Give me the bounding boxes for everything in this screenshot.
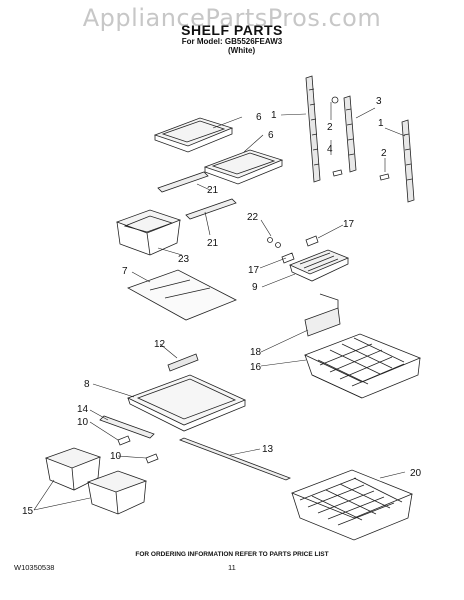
part-long-rail bbox=[179, 437, 291, 481]
callout-2a: 2 bbox=[327, 122, 333, 133]
part-slide-clip bbox=[117, 435, 159, 464]
callout-10b: 10 bbox=[110, 451, 122, 462]
callout-3: 3 bbox=[376, 96, 382, 107]
leader-lines bbox=[33, 102, 406, 511]
callout-6a: 6 bbox=[256, 112, 262, 123]
part-basket-bracket bbox=[304, 293, 341, 337]
part-slide-rail-upper bbox=[157, 171, 209, 193]
part-deli-tray bbox=[126, 374, 247, 432]
ordering-note: FOR ORDERING INFORMATION REFER TO PARTS … bbox=[135, 551, 329, 558]
part-rail-left bbox=[305, 75, 321, 183]
part-crisper-drawer-small bbox=[115, 209, 182, 256]
callout-12: 12 bbox=[154, 339, 166, 350]
part-slide-rail-lower bbox=[185, 198, 237, 220]
callout-labels: 6 6 1 2 4 3 1 2 21 21 23 22 17 17 9 7 12… bbox=[22, 96, 422, 517]
document-code: W10350538 bbox=[14, 563, 55, 572]
callout-21a: 21 bbox=[207, 185, 219, 196]
callout-14: 14 bbox=[77, 404, 89, 415]
callout-1a: 1 bbox=[271, 110, 277, 121]
model-line: For Model: GB5526FEAW3 bbox=[181, 37, 283, 46]
callout-17a: 17 bbox=[343, 219, 355, 230]
part-shelf-upper bbox=[153, 117, 234, 153]
part-tray-bracket bbox=[167, 353, 199, 372]
callout-6b: 6 bbox=[268, 130, 274, 141]
page-number: 11 bbox=[228, 563, 236, 572]
part-wire-basket-upper bbox=[303, 333, 422, 399]
callout-23: 23 bbox=[178, 254, 190, 265]
callout-13: 13 bbox=[262, 444, 274, 455]
callout-2b: 2 bbox=[381, 148, 387, 159]
watermark: AppliancePartsPros.com bbox=[82, 4, 382, 32]
part-cover-strip bbox=[99, 415, 155, 439]
callout-21b: 21 bbox=[207, 238, 219, 249]
part-rail-right bbox=[401, 119, 415, 203]
part-drawer-right bbox=[86, 470, 148, 515]
callout-15: 15 bbox=[22, 506, 34, 517]
callout-22: 22 bbox=[247, 212, 259, 223]
part-drawer-left bbox=[44, 447, 102, 491]
callout-16: 16 bbox=[250, 362, 262, 373]
color-variant: (White) bbox=[228, 46, 256, 55]
part-wire-basket-lower bbox=[290, 469, 414, 541]
callout-17b: 17 bbox=[248, 265, 260, 276]
callout-4: 4 bbox=[327, 144, 333, 155]
callout-1b: 1 bbox=[378, 118, 384, 129]
page-title: SHELF PARTS bbox=[181, 22, 283, 38]
callout-7: 7 bbox=[122, 266, 128, 277]
part-shelf-lower bbox=[203, 149, 284, 185]
callout-18: 18 bbox=[250, 347, 262, 358]
part-glass-panel bbox=[127, 269, 237, 321]
part-screws-rail bbox=[331, 96, 390, 181]
callout-20: 20 bbox=[410, 468, 422, 479]
callout-8: 8 bbox=[84, 379, 90, 390]
callout-10a: 10 bbox=[77, 417, 89, 428]
part-rail-middle bbox=[343, 95, 357, 173]
part-small-shelf-assembly bbox=[267, 235, 350, 282]
callout-9: 9 bbox=[252, 282, 258, 293]
